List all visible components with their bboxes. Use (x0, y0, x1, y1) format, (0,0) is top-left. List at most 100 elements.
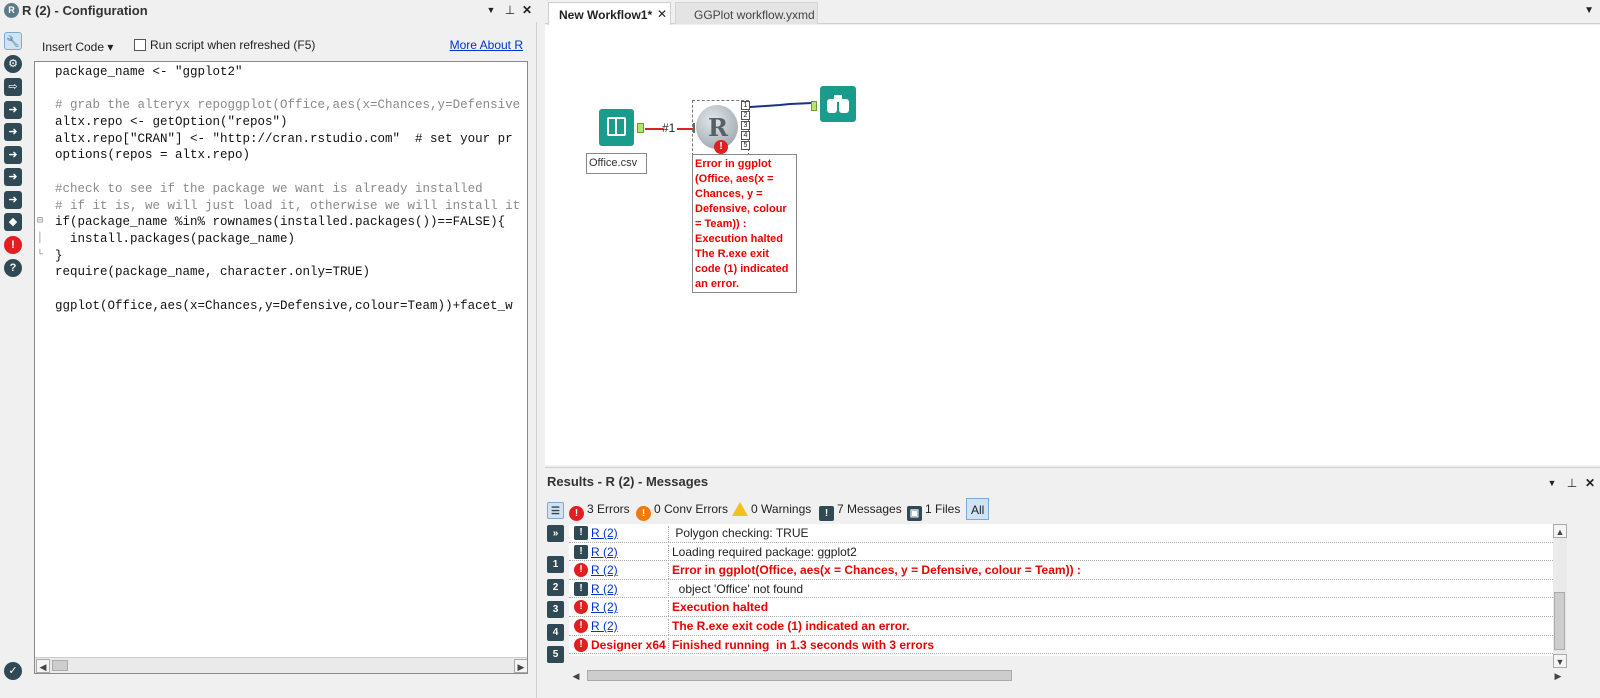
output-3-button[interactable]: 3 (547, 601, 564, 618)
results-side-strip: ☰ » 1 2 3 4 5 (545, 502, 567, 697)
tab-new-workflow[interactable]: New Workflow1* ✕ (548, 2, 671, 25)
code-line: altx.repo["CRAN"] <- "http://cran.rstudi… (35, 131, 528, 148)
r-output-anchor-1[interactable]: 1 (741, 101, 750, 110)
scroll-right-arrow-icon[interactable]: ▶ (1551, 669, 1565, 683)
message-source-link[interactable]: R (2) (591, 563, 669, 579)
table-row[interactable]: ! Designer x64 Finished running in 1.3 s… (569, 636, 1559, 655)
table-row[interactable]: ! R (2) object 'Office' not found (569, 580, 1559, 599)
output-1-button[interactable]: 1 (547, 556, 564, 573)
workflow-canvas[interactable]: #1 R 1 2 3 4 5 ! Office.csv Error in ggp… (545, 25, 1600, 465)
message-text: Execution halted (672, 600, 768, 614)
scroll-thumb[interactable] (52, 660, 68, 671)
output-4-button[interactable]: 4 (547, 624, 564, 641)
code-line: ⊟if(package_name %in% rownames(installed… (35, 214, 528, 231)
browse-tool-binoculars-icon[interactable] (820, 86, 856, 122)
scroll-left-arrow-icon[interactable]: ◀ (569, 669, 583, 683)
code-line: package_name <- "ggplot2" (35, 64, 528, 81)
editor-horizontal-scrollbar[interactable]: ◀ ▶ (35, 657, 528, 673)
error-icon: ! (574, 563, 588, 577)
results-horizontal-scrollbar[interactable]: ◀ ▶ (569, 668, 1565, 684)
message-text: Finished running in 1.3 seconds with 3 e… (672, 638, 934, 652)
output-4-anchor-icon[interactable]: ➜ (4, 168, 22, 186)
r-output-anchor-3[interactable]: 3 (741, 121, 750, 130)
output-3-anchor-icon[interactable]: ➜ (4, 146, 22, 164)
tab-ggplot-workflow[interactable]: GGPlot workflow.yxmd (675, 2, 818, 24)
error-icon: ! (574, 619, 588, 633)
output-2-button[interactable]: 2 (547, 579, 564, 596)
fold-toggle-icon[interactable]: ⊟ (37, 214, 49, 231)
list-view-icon[interactable]: ☰ (547, 502, 564, 519)
output-5-anchor-icon[interactable]: ➜ (4, 191, 22, 209)
code-line: options(repos = altx.repo) (35, 147, 528, 164)
connection-line-to-browse[interactable] (750, 101, 814, 111)
run-script-checkbox[interactable] (134, 39, 146, 51)
filter-files[interactable]: ▣1 Files (907, 498, 960, 520)
warning-icon (732, 502, 748, 516)
output-1-anchor-icon[interactable]: ➜ (4, 101, 22, 119)
code-line: ggplot(Office,aes(x=Chances,y=Defensive,… (35, 298, 528, 315)
more-about-r-link[interactable]: More About R (450, 38, 523, 52)
table-row[interactable]: ! R (2) The R.exe exit code (1) indicate… (569, 617, 1559, 636)
filter-warnings[interactable]: 0 Warnings (732, 498, 811, 520)
close-tab-icon[interactable]: ✕ (657, 7, 667, 21)
message-source-link[interactable]: R (2) (591, 619, 669, 635)
output-5-button[interactable]: 5 (547, 646, 564, 663)
scroll-up-arrow-icon[interactable]: ▲ (1553, 524, 1567, 538)
message-icon: ! (574, 526, 588, 540)
help-icon[interactable]: ? (4, 259, 22, 277)
table-row[interactable]: ! R (2) Loading required package: ggplot… (569, 543, 1559, 562)
scroll-thumb[interactable] (587, 670, 1012, 681)
connection-line[interactable] (645, 128, 663, 130)
results-menu-chevron-icon[interactable]: ▼ (1545, 476, 1559, 490)
r-output-anchor-2[interactable]: 2 (741, 111, 750, 120)
table-row[interactable]: ! R (2) Error in ggplot(Office, aes(x = … (569, 561, 1559, 580)
scroll-left-arrow-icon[interactable]: ◀ (36, 659, 50, 673)
pin-icon[interactable]: ⊥ (503, 3, 517, 17)
r-code-editor[interactable]: package_name <- "ggplot2" # grab the alt… (34, 61, 528, 674)
table-row[interactable]: ! R (2) Polygon checking: TRUE (569, 524, 1559, 543)
results-close-icon[interactable]: ✕ (1583, 476, 1597, 490)
expand-arrows-icon[interactable]: » (547, 525, 564, 542)
filter-all[interactable]: All (966, 498, 989, 520)
filter-conv-errors[interactable]: !0 Conv Errors (636, 498, 728, 520)
error-icon[interactable]: ! (4, 236, 22, 254)
filter-errors[interactable]: !3 Errors (569, 498, 630, 520)
connection-line[interactable] (677, 128, 693, 130)
message-source-link[interactable]: R (2) (591, 600, 669, 616)
code-line: altx.repo <- getOption("repos") (35, 114, 528, 131)
scroll-down-arrow-icon[interactable]: ▼ (1553, 654, 1567, 668)
code-line (35, 164, 528, 181)
tab-list-chevron-down-icon[interactable]: ▼ (1584, 5, 1594, 16)
code-line: #check to see if the package we want is … (35, 181, 528, 198)
connection-label: #1 (662, 121, 675, 135)
annotation-tag-icon[interactable]: ◆ (4, 213, 22, 231)
results-vertical-scrollbar[interactable]: ▲ ▼ (1553, 524, 1567, 668)
browse-tool-input-anchor[interactable] (811, 101, 817, 111)
r-output-anchor-4[interactable]: 4 (741, 131, 750, 140)
scroll-thumb[interactable] (1554, 592, 1565, 650)
code-line (35, 81, 528, 98)
checkmark-icon[interactable]: ✓ (4, 662, 22, 680)
insert-code-dropdown[interactable]: Insert Code ▾ (35, 35, 120, 57)
message-source-link[interactable]: R (2) (591, 526, 669, 542)
filter-messages[interactable]: !7 Messages (819, 498, 902, 520)
message-text: Error in ggplot(Office, aes(x = Chances,… (672, 563, 1081, 577)
close-panel-icon[interactable]: ✕ (520, 3, 534, 17)
scroll-right-arrow-icon[interactable]: ▶ (514, 659, 528, 673)
panel-title: R (2) - Configuration (22, 3, 148, 18)
message-source-link[interactable]: R (2) (591, 545, 669, 561)
results-pin-icon[interactable]: ⊥ (1565, 476, 1579, 490)
input-data-tool-book-icon[interactable] (599, 109, 634, 146)
panel-menu-chevron-icon[interactable]: ▼ (484, 3, 498, 17)
input-tool-output-anchor[interactable] (637, 123, 644, 133)
configuration-wrench-icon[interactable]: 🔧 (4, 32, 22, 50)
r-output-anchor-5[interactable]: 5 (741, 141, 750, 150)
table-row[interactable]: ! R (2) Execution halted (569, 598, 1559, 617)
tab-label: GGPlot workflow.yxmd (694, 8, 815, 22)
output-2-anchor-icon[interactable]: ➜ (4, 123, 22, 141)
input-anchor-icon[interactable]: ⇨ (4, 78, 22, 96)
code-line: └} (35, 248, 528, 265)
properties-icon[interactable]: ⚙ (4, 55, 22, 73)
code-line: # if it is, we will just load it, otherw… (35, 198, 528, 215)
message-source-link[interactable]: R (2) (591, 582, 669, 598)
